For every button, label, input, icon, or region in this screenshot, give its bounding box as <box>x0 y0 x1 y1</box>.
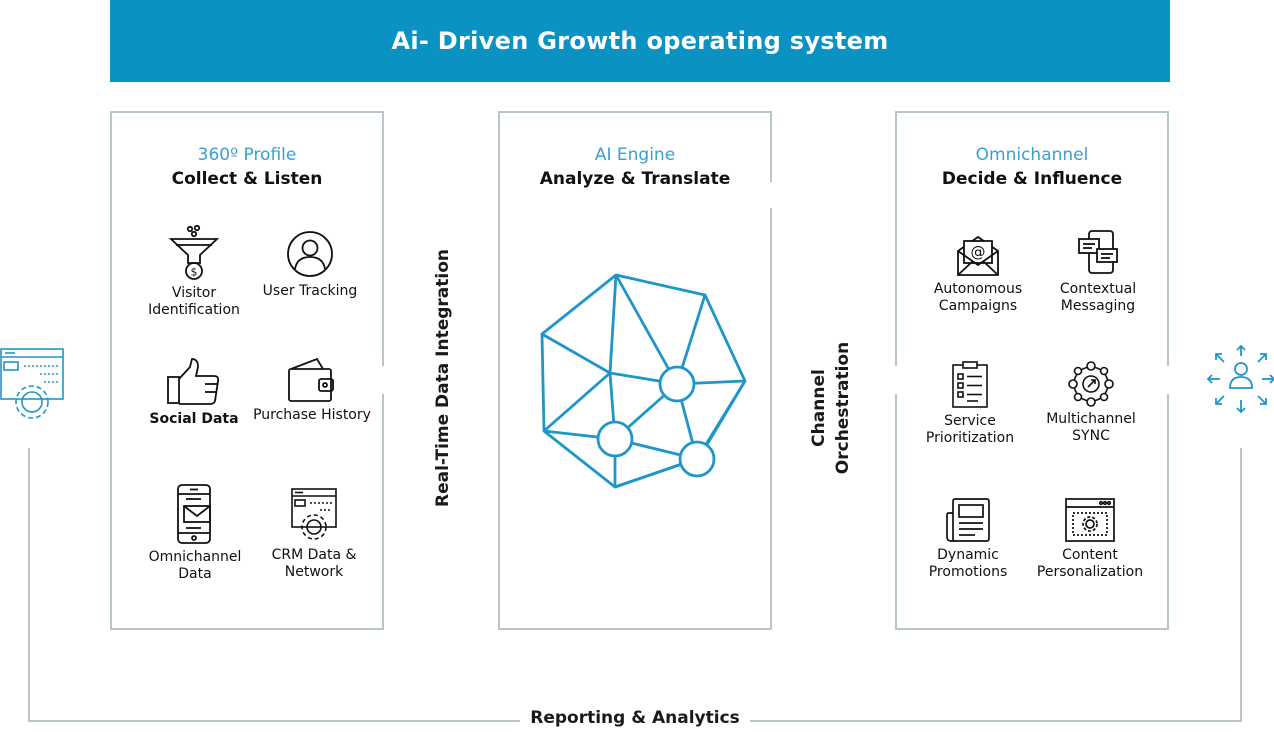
panel-head: 360º Profile Collect & Listen <box>112 143 382 191</box>
panel-head: AI Engine Analyze & Translate <box>500 143 770 191</box>
item-label: Service Prioritization <box>925 413 1015 446</box>
panel-subtitle: AI Engine <box>594 145 676 165</box>
item-contextual-messaging: Contextual Messaging <box>1033 229 1163 315</box>
center-panel-gap <box>770 182 778 208</box>
funnel-dollar-icon: $ <box>129 225 259 281</box>
neural-network-icon <box>534 268 754 502</box>
panel-subtitle: 360º Profile <box>197 145 297 165</box>
item-label: Purchase History <box>253 407 371 423</box>
item-dynamic-promotions: Dynamic Promotions <box>903 497 1033 581</box>
item-label: Visitor Identification <box>148 285 240 318</box>
item-autonomous-campaigns: @ Autonomous Campaigns <box>913 233 1043 315</box>
connector-gap-right-2 <box>1166 366 1174 394</box>
header-title: Ai- Driven Growth operating system <box>391 27 889 55</box>
item-content-personalization: Content Personalization <box>1025 497 1155 581</box>
item-label: User Tracking <box>262 283 358 299</box>
item-label: Contextual Messaging <box>1059 281 1137 314</box>
email-envelope-icon: @ <box>913 233 1043 277</box>
item-label: Dynamic Promotions <box>928 547 1008 580</box>
item-label: Multichannel SYNC <box>1046 411 1136 444</box>
item-purchase-history: Purchase History <box>247 357 377 424</box>
panel-ai-engine: AI Engine Analyze & Translate <box>498 111 772 630</box>
item-user-tracking: User Tracking <box>245 229 375 300</box>
loop-line-left <box>28 448 30 722</box>
panel-head: Omnichannel Decide & Influence <box>897 143 1167 191</box>
item-social-data: Social Data <box>129 357 259 428</box>
item-label: CRM Data & Network <box>271 547 357 580</box>
item-label: Autonomous Campaigns <box>933 281 1023 314</box>
connector-gap-left <box>382 366 390 394</box>
panel-title: Analyze & Translate <box>539 169 731 189</box>
connector-gap-right <box>891 366 899 394</box>
header-banner: Ai- Driven Growth operating system <box>110 0 1170 82</box>
connector-label-left: Real-Time Data Integration <box>433 248 453 507</box>
user-arrows-icon <box>1206 344 1274 418</box>
browser-gear-icon <box>249 487 379 543</box>
network-hub-icon <box>1026 361 1156 407</box>
browser-target-icon <box>1025 497 1155 543</box>
panel-360-profile: 360º Profile Collect & Listen $ Visitor … <box>110 111 384 630</box>
item-visitor-identification: $ Visitor Identification <box>129 225 259 319</box>
item-label: Content Personalization <box>1036 547 1144 580</box>
connector-label-right: Channel Orchestration <box>809 341 853 475</box>
reporting-analytics-label: Reporting & Analytics <box>520 708 750 732</box>
item-service-prioritization: Service Prioritization <box>905 361 1035 447</box>
loop-line-right <box>1240 448 1242 722</box>
chat-phone-icon <box>1033 229 1163 277</box>
svg-text:$: $ <box>191 266 198 279</box>
panel-subtitle: Omnichannel <box>975 145 1089 165</box>
item-crm-data: CRM Data & Network <box>249 487 379 581</box>
browser-gear-icon <box>0 348 66 428</box>
item-multichannel-sync: Multichannel SYNC <box>1026 361 1156 445</box>
user-circle-icon <box>245 229 375 279</box>
phone-mail-icon <box>130 483 260 545</box>
wallet-icon <box>247 357 377 403</box>
item-label: Omnichannel Data <box>148 549 242 582</box>
panel-omnichannel: Omnichannel Decide & Influence @ Autonom… <box>895 111 1169 630</box>
panel-title: Collect & Listen <box>171 169 323 189</box>
item-omnichannel-data: Omnichannel Data <box>130 483 260 583</box>
thumbs-up-icon <box>129 357 259 407</box>
item-label: Social Data <box>149 411 239 427</box>
svg-text:@: @ <box>971 243 986 261</box>
newspaper-icon <box>903 497 1033 543</box>
panel-title: Decide & Influence <box>941 169 1123 189</box>
checklist-icon <box>905 361 1035 409</box>
